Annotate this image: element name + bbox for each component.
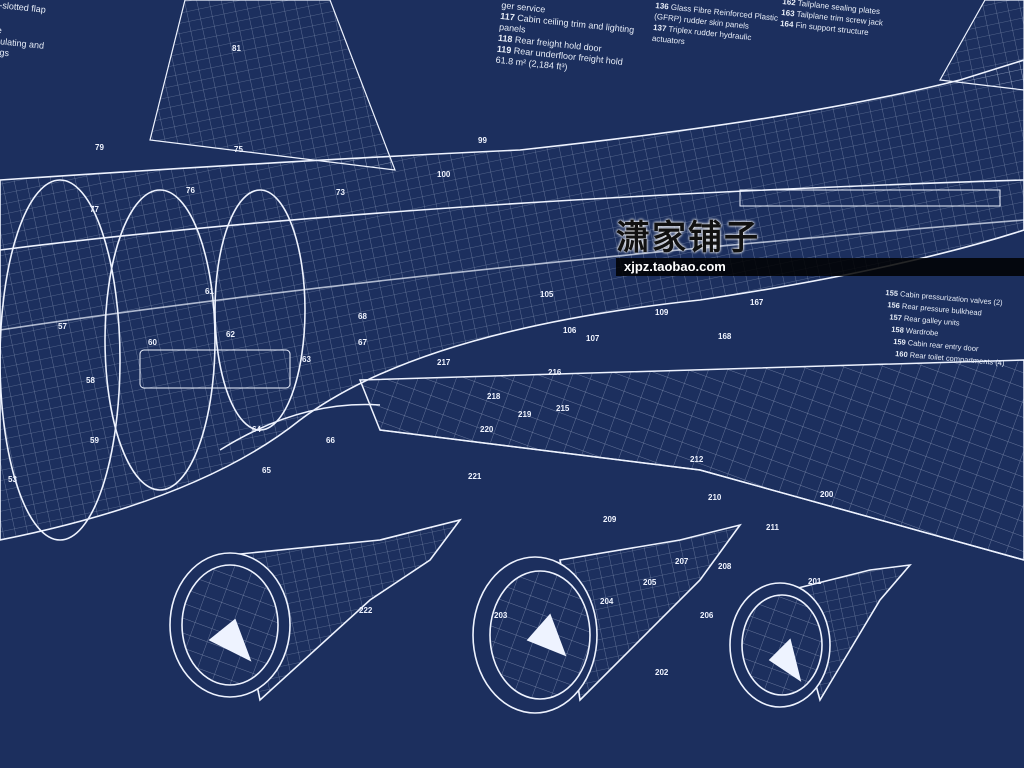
key-number: 119: [496, 43, 512, 56]
callout-number: 203: [494, 611, 508, 620]
callout-number: 61: [205, 287, 214, 296]
callout-number: 220: [480, 425, 494, 434]
callout-number: 64: [252, 425, 261, 434]
callout-number: 107: [586, 334, 600, 343]
engine-222: [169, 518, 462, 702]
engines: [169, 518, 912, 714]
key-number: 118: [497, 32, 514, 45]
callout-number: 219: [518, 410, 532, 419]
callout-number: 68: [358, 312, 367, 321]
watermark: 潇家铺子 xjpz.taobao.com: [616, 210, 1024, 276]
callout-number: 217: [437, 358, 451, 367]
callout-number: 222: [359, 606, 373, 615]
callout-number: 67: [358, 338, 367, 347]
key-number: 137: [652, 22, 667, 34]
key-number: 163: [780, 7, 796, 19]
callout-number: 53: [8, 475, 17, 484]
callout-number: 212: [690, 455, 704, 464]
callout-number: 216: [548, 368, 562, 377]
callout-number: 206: [700, 611, 714, 620]
engine-201: [729, 563, 912, 708]
callout-number: 210: [708, 493, 722, 502]
callout-number: 65: [262, 466, 271, 475]
callout-number: 60: [148, 338, 157, 347]
callout-number: 204: [600, 597, 614, 606]
key-left: -slotted flap e sulating and ngs: [0, 0, 48, 63]
key-number: 157: [889, 312, 903, 323]
callout-number: 205: [643, 578, 657, 587]
key-number: 159: [892, 336, 907, 347]
key-number: 164: [779, 18, 794, 30]
callout-number: 77: [90, 205, 99, 214]
callout-number: 106: [563, 326, 577, 335]
watermark-shop-name: 潇家铺子: [616, 218, 760, 258]
callout-number: 57: [58, 322, 67, 331]
callout-number: 79: [95, 143, 104, 152]
key-right: 155 Cabin pressurization valves (2) 156 …: [880, 287, 1010, 370]
callout-number: 100: [437, 170, 451, 179]
key-number: 156: [887, 300, 901, 311]
callout-number: 81: [232, 44, 241, 53]
callout-number: 75: [234, 145, 243, 154]
wing: [219, 359, 1024, 561]
key-text: actuators: [651, 33, 686, 47]
callout-number: 208: [718, 562, 732, 571]
key-number: 136: [654, 0, 670, 12]
callout-number: 218: [487, 392, 501, 401]
callout-number: 73: [336, 188, 345, 197]
key-number: 155: [885, 287, 899, 299]
callout-number: 200: [820, 490, 834, 499]
callout-number: 66: [326, 436, 335, 445]
callout-number: 167: [750, 298, 764, 307]
callout-number: 59: [90, 436, 99, 445]
fuselage: [0, 59, 1024, 541]
key-text: Wardrobe: [905, 325, 939, 338]
engine-202: [472, 523, 742, 714]
key-number: 117: [499, 10, 516, 23]
callout-number: 211: [766, 523, 779, 532]
callout-number: 62: [226, 330, 235, 339]
key-number: 158: [890, 324, 905, 335]
callout-number: 63: [302, 355, 311, 364]
callout-number: 109: [655, 308, 669, 317]
callout-number: 58: [86, 376, 95, 385]
callout-number: 76: [186, 186, 195, 195]
callout-number: 99: [478, 136, 487, 145]
callout-number: 215: [556, 404, 570, 413]
key-middle: ger service 117 Cabin ceiling trim and l…: [495, 0, 636, 80]
callout-number: 168: [718, 332, 732, 341]
key-number: 160: [894, 349, 909, 360]
callout-number: 202: [655, 668, 669, 677]
watermark-url: xjpz.taobao.com: [616, 258, 1024, 276]
callout-number: 105: [540, 290, 554, 299]
callout-number: 221: [468, 472, 482, 481]
cabin-windows: [139, 189, 1001, 389]
callout-number: 209: [603, 515, 617, 524]
callout-number: 201: [808, 577, 822, 586]
callout-number: 207: [675, 557, 689, 566]
